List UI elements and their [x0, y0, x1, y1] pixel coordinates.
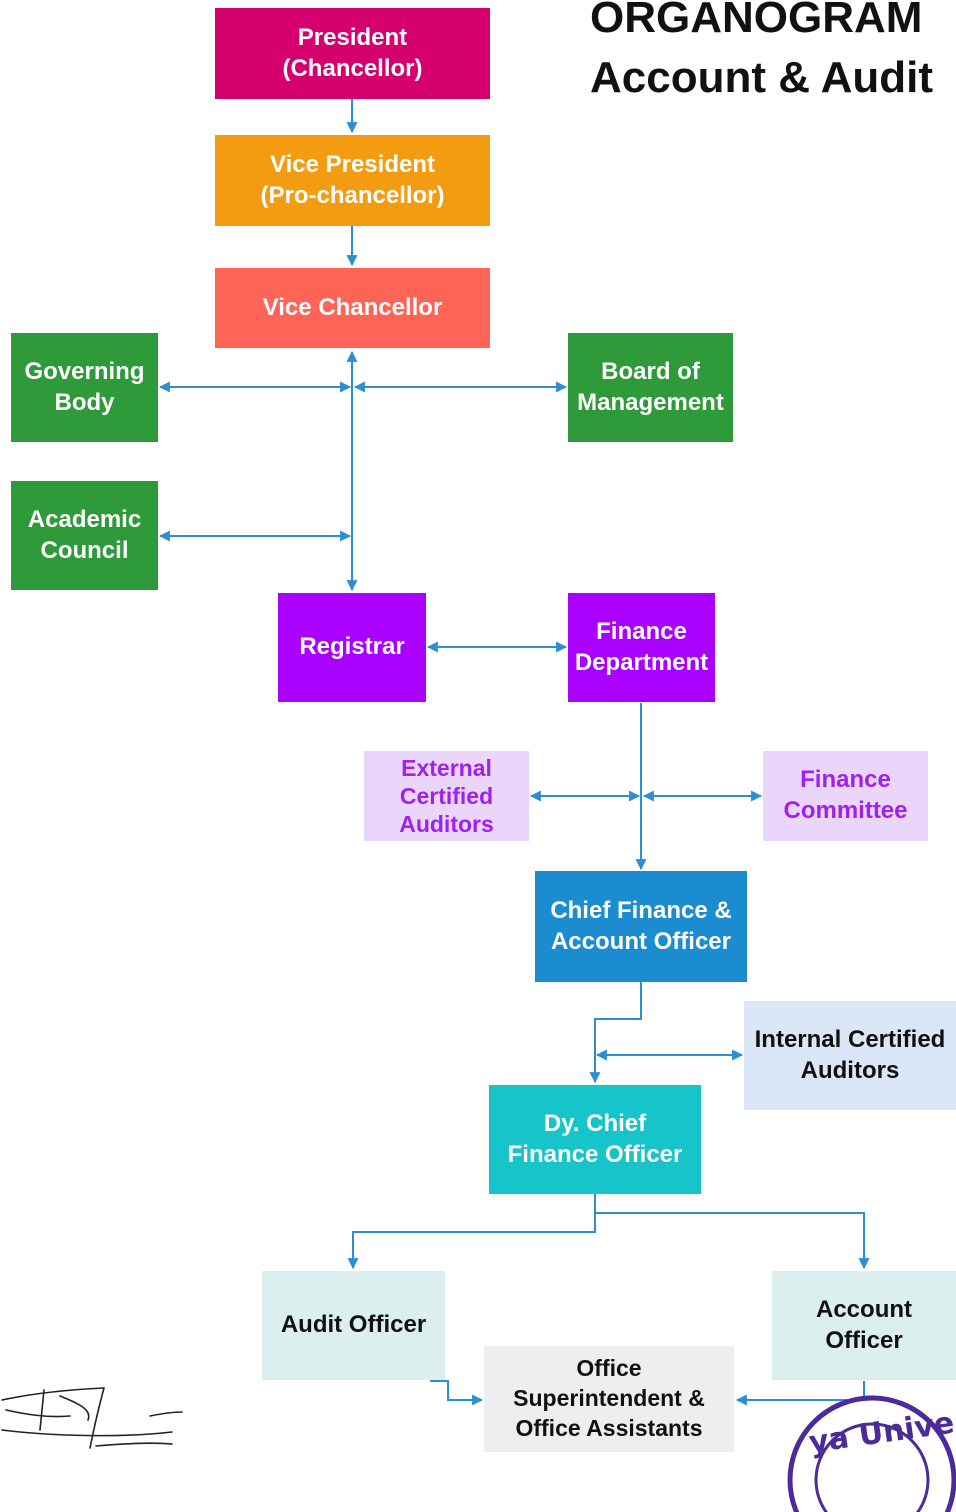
node-internal-auditors-label: Internal Certified Auditors [754, 1025, 946, 1084]
seal-text: ya Unive [807, 1406, 956, 1461]
connector-cfo-dycfo [589, 982, 642, 1084]
node-governing-body-label: Governing Body [24, 357, 145, 416]
node-vice-chancellor: Vice Chancellor [215, 268, 490, 348]
node-account-officer-label: Account Officer [816, 1295, 912, 1354]
connector-lines [158, 99, 870, 1406]
node-vice-chancellor-label: Vice Chancellor [262, 293, 443, 321]
node-board-of-management: Board of Management [568, 333, 733, 442]
connector-dycfo-account-officer [595, 1212, 870, 1270]
node-president: President (Chancellor) [215, 8, 490, 99]
connector-dycfo-audit-officer [347, 1194, 596, 1270]
node-audit-officer: Audit Officer [262, 1271, 445, 1380]
node-audit-officer-label: Audit Officer [280, 1311, 427, 1339]
node-office-superintendent-label: Office Superintendent & Office Assistant… [513, 1355, 705, 1441]
node-office-superintendent: Office Superintendent & Office Assistant… [484, 1346, 734, 1452]
node-external-auditors: External Certified Auditors [364, 751, 529, 841]
node-registrar-label: Registrar [299, 633, 405, 661]
node-finance-department-label: Finance Department [574, 617, 709, 676]
node-finance-committee-label: Finance Committee [783, 766, 908, 824]
node-internal-auditors: Internal Certified Auditors [744, 1001, 956, 1110]
node-external-auditors-label: External Certified Auditors [399, 754, 494, 838]
node-chief-finance-officer: Chief Finance & Account Officer [535, 871, 747, 982]
university-seal: ya Unive [787, 1395, 956, 1512]
handwritten-signature [1, 1387, 183, 1449]
node-board-of-management-label: Board of Management [577, 357, 724, 416]
node-dy-chief-finance-officer: Dy. Chief Finance Officer [489, 1085, 701, 1194]
node-governing-body: Governing Body [11, 333, 158, 442]
node-vice-president: Vice President (Pro-chancellor) [215, 135, 490, 226]
node-academic-council-label: Academic Council [27, 505, 142, 564]
node-president-label: President (Chancellor) [282, 23, 423, 82]
node-academic-council: Academic Council [11, 481, 158, 590]
connector-audit-officer-office [430, 1380, 484, 1406]
node-dy-chief-finance-officer-label: Dy. Chief Finance Officer [507, 1109, 683, 1168]
node-finance-department: Finance Department [568, 593, 715, 702]
page-title: ORGANOGRAM [590, 0, 923, 42]
node-finance-committee: Finance Committee [763, 751, 928, 841]
page-subtitle: Account & Audit [590, 53, 933, 102]
node-chief-finance-officer-label: Chief Finance & Account Officer [550, 896, 732, 955]
node-vice-president-label: Vice President (Pro-chancellor) [260, 150, 445, 209]
node-account-officer: Account Officer [772, 1271, 956, 1380]
node-registrar: Registrar [278, 593, 426, 702]
